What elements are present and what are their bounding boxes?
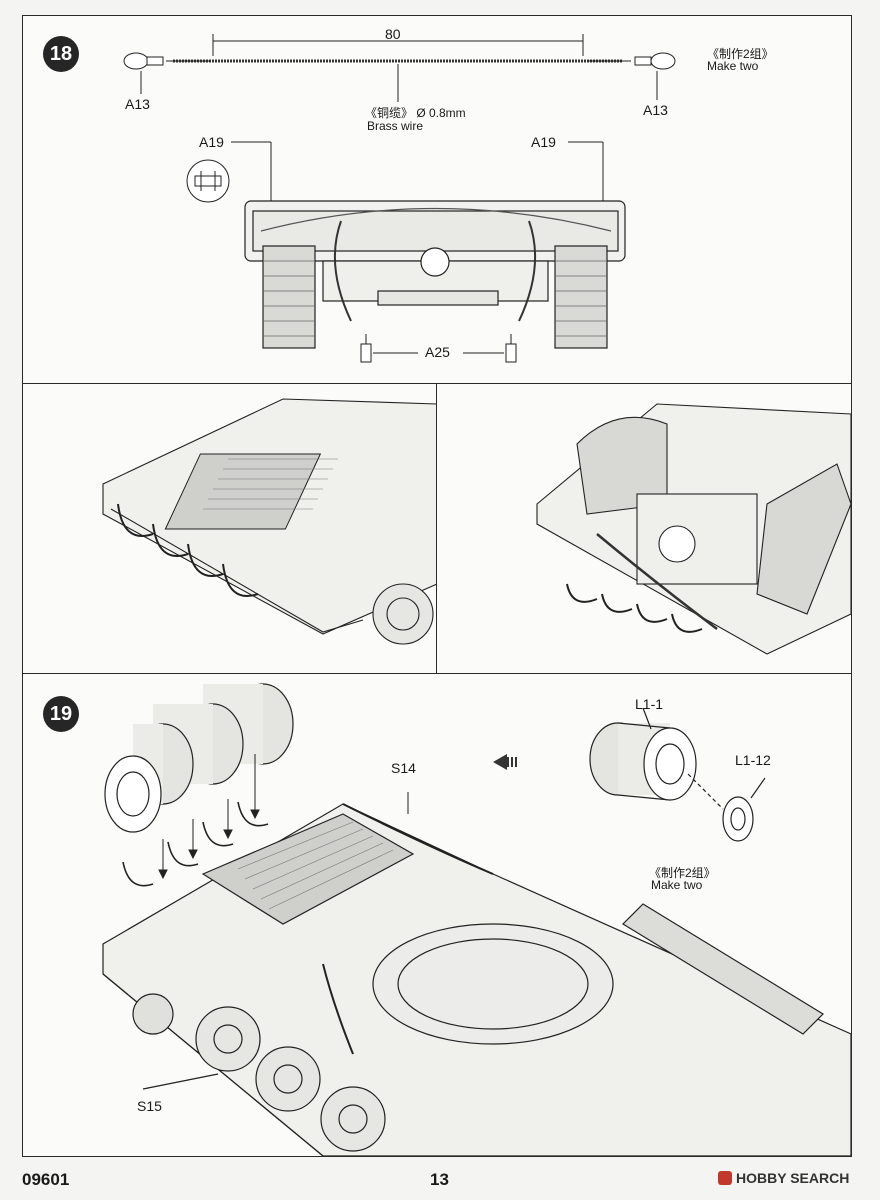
- step-number-badge: 19: [43, 696, 79, 732]
- part-label-l1-1: L1-1: [635, 696, 664, 712]
- preview-panel-right: [436, 383, 852, 675]
- part-label-a19-left: A19: [199, 134, 224, 150]
- preview-right-drawing: [536, 403, 851, 655]
- step-number-badge: 18: [43, 36, 79, 72]
- preview-panel-left: [22, 383, 438, 675]
- part-label-l1-12: L1-12: [735, 752, 771, 768]
- make-two-note-cn: 《制作2组》: [649, 866, 716, 880]
- preview-left-drawing: [102, 398, 437, 645]
- make-two-note-en: Make two: [651, 878, 703, 892]
- wire-material-label: Brass wire: [367, 119, 424, 133]
- part-label-s15: S15: [137, 1098, 162, 1114]
- part-label-a13-right: A13: [643, 102, 668, 118]
- watermark-logo-icon: [718, 1171, 732, 1185]
- part-label-a13-left: A13: [125, 96, 150, 112]
- make-two-note-en: Make two: [707, 59, 759, 73]
- dimension-label: 80: [385, 26, 401, 42]
- wire-spec-label: 《铜缆》 Ø 0.8mm: [365, 106, 466, 120]
- watermark: HOBBY SEARCH: [718, 1170, 849, 1186]
- product-code: 09601: [22, 1170, 70, 1189]
- step-18-panel: 18: [22, 15, 852, 385]
- step-19-panel: 19: [22, 673, 852, 1157]
- part-label-s14: S14: [391, 760, 416, 776]
- make-two-note-cn: 《制作2组》: [707, 47, 774, 61]
- step-19-drawing: [102, 683, 851, 1156]
- page-number: 13: [430, 1170, 449, 1189]
- part-label-a19-right: A19: [531, 134, 556, 150]
- step-18-drawing: [123, 34, 676, 363]
- watermark-text: HOBBY SEARCH: [736, 1170, 850, 1186]
- part-label-a25: A25: [425, 344, 450, 360]
